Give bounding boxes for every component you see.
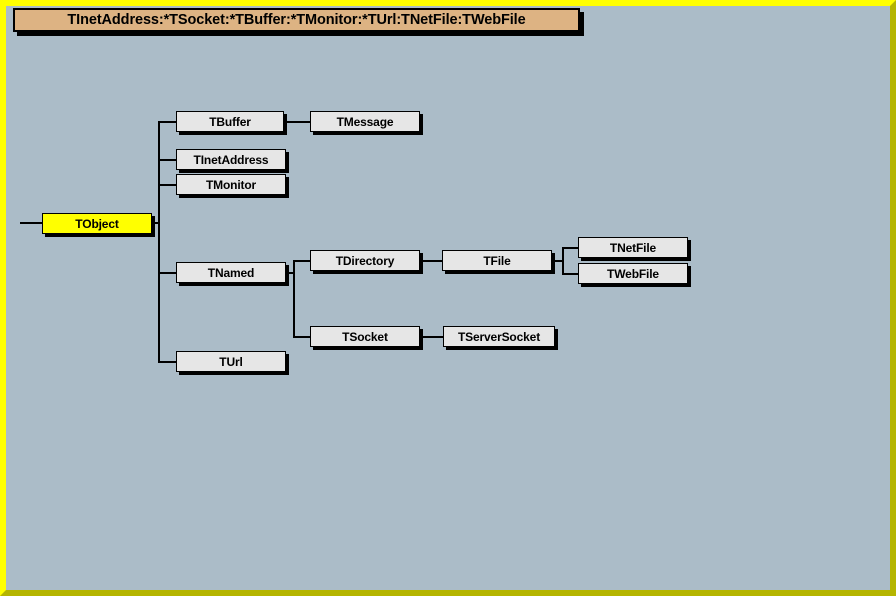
tree-node-tmessage[interactable]: TMessage (310, 111, 420, 132)
edge-trunk-to-tmonitor (158, 184, 176, 186)
tree-node-tobject[interactable]: TObject (42, 213, 152, 234)
tree-node-label: TMonitor (205, 177, 257, 192)
edge-tobject-to-trunk (152, 222, 160, 224)
tree-node-tinetaddress[interactable]: TInetAddress (176, 149, 286, 170)
tree-node-tsocket[interactable]: TSocket (310, 326, 420, 347)
title-bar: TInetAddress:*TSocket:*TBuffer:*TMonitor… (13, 8, 580, 32)
tree-node-label: TMessage (336, 114, 394, 129)
tree-node-label: TUrl (219, 354, 243, 369)
tree-node-twebfile[interactable]: TWebFile (578, 263, 688, 284)
tree-node-label: TInetAddress (193, 152, 269, 167)
tree-node-label: TWebFile (607, 266, 659, 281)
tree-node-label: TObject (75, 216, 119, 231)
tree-node-tfile[interactable]: TFile (442, 250, 552, 271)
edge-trunk-to-tnamed (158, 272, 176, 274)
tree-node-tnamed[interactable]: TNamed (176, 262, 286, 283)
edge-junction-to-twebfile (562, 273, 578, 275)
tree-node-tmonitor[interactable]: TMonitor (176, 174, 286, 195)
edge-tdirectory-to-tfile (420, 260, 442, 262)
tree-node-label: TFile (483, 253, 511, 268)
tree-node-label: TServerSocket (457, 329, 541, 344)
edge-junction-to-tdirectory (293, 260, 310, 262)
tree-node-tdirectory[interactable]: TDirectory (310, 250, 420, 271)
tree-node-label: TSocket (342, 329, 388, 344)
tree-node-label: TDirectory (335, 253, 395, 268)
edge-tbuffer-to-tmessage (284, 121, 310, 123)
edge-tsocket-to-tserversocket (420, 336, 443, 338)
edge-trunk-to-turl (158, 361, 176, 363)
tree-node-turl[interactable]: TUrl (176, 351, 286, 372)
edge-stub-to-tobject (20, 222, 42, 224)
tree-node-label: TNamed (207, 265, 255, 280)
edge-trunk-to-tbuffer (158, 121, 176, 123)
tree-node-label: TBuffer (209, 114, 251, 129)
tree-node-tserversocket[interactable]: TServerSocket (443, 326, 555, 347)
edge-trunk-to-tinetaddress (158, 159, 176, 161)
edge-tnamed-to-junction (286, 272, 295, 274)
edge-tnamed-junction-vertical (293, 260, 295, 337)
edge-tfile-to-junction (552, 260, 562, 262)
tree-node-tnetfile[interactable]: TNetFile (578, 237, 688, 258)
edge-trunk-vertical (158, 121, 160, 362)
tree-node-label: TNetFile (609, 240, 657, 255)
edge-junction-to-tsocket (293, 336, 310, 338)
window-title: TInetAddress:*TSocket:*TBuffer:*TMonitor… (67, 12, 526, 28)
edge-tfile-junction-vertical (562, 247, 564, 274)
edge-junction-to-tnetfile (562, 247, 578, 249)
tree-node-tbuffer[interactable]: TBuffer (176, 111, 284, 132)
diagram-canvas[interactable]: TInetAddress:*TSocket:*TBuffer:*TMonitor… (6, 6, 890, 590)
